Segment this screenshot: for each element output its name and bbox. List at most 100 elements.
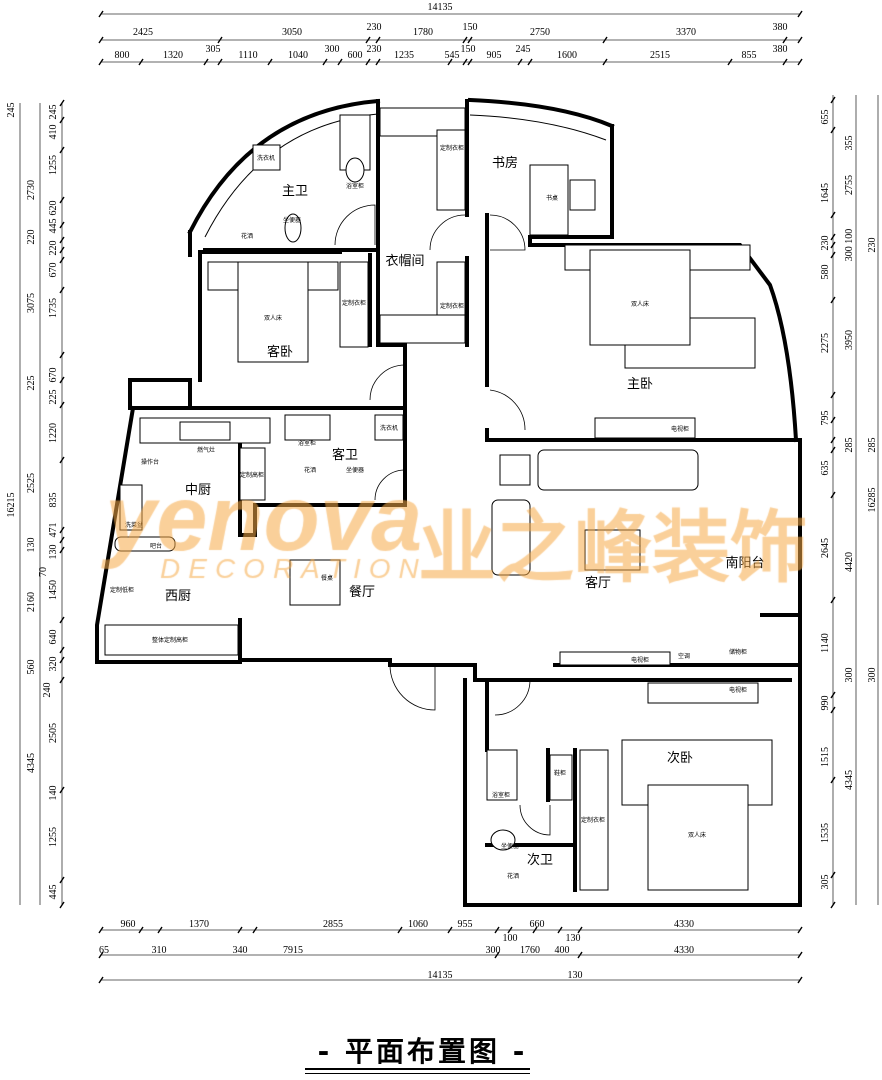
furniture-label: 坐便器	[501, 842, 519, 850]
furniture-label: 整体定制高柜	[152, 636, 188, 644]
dimension-label: 1140	[820, 633, 831, 653]
dimension-label: 4330	[674, 945, 694, 956]
dimension-label: 1780	[413, 27, 433, 38]
dimension-label: 4345	[26, 753, 37, 773]
room-label: 次卧	[667, 750, 693, 766]
furniture-label: 浴室柜	[346, 182, 364, 190]
dimension-label: 620	[48, 201, 59, 216]
dimension-label: 600	[348, 50, 363, 61]
dimension-label: 960	[121, 919, 136, 930]
furniture-label: 电视柜	[631, 656, 649, 664]
furniture-label: 定制高柜	[240, 471, 264, 479]
dimension-label: 2505	[48, 723, 59, 743]
furniture-label: 浴室柜	[298, 439, 316, 447]
room-label: 中厨	[185, 483, 211, 498]
dimension-label: 220	[48, 241, 59, 256]
dimension-label: 3370	[676, 27, 696, 38]
furniture-label: 定制衣柜	[440, 302, 464, 310]
dimension-label: 1450	[48, 580, 59, 600]
dimension-label: 225	[48, 390, 59, 405]
furniture-label: 洗菜盆	[125, 521, 143, 529]
dimension-label: 300	[867, 668, 878, 683]
room-label: 餐厅	[349, 584, 375, 600]
dimension-label: 835	[48, 493, 59, 508]
title-underline	[305, 1068, 530, 1074]
furniture-label: 定制衣柜	[440, 144, 464, 152]
dimension-label: 635	[820, 461, 831, 476]
room-label: 客卧	[267, 344, 293, 360]
dimension-label: 380	[773, 44, 788, 55]
dimension-label: 905	[487, 50, 502, 61]
dimension-label: 300	[325, 44, 340, 55]
furniture-label: 书桌	[546, 194, 558, 202]
dimension-label: 230	[367, 44, 382, 55]
dimension-label: 955	[458, 919, 473, 930]
dimension-label: 355	[844, 136, 855, 151]
room-label: 衣帽间	[385, 253, 424, 269]
furniture	[104, 107, 773, 891]
room-label: 客卫	[332, 447, 358, 463]
drawing-title: - 平面布置图 -	[317, 1035, 528, 1068]
furniture-label: 花洒	[241, 232, 253, 240]
dimension-label: 340	[233, 945, 248, 956]
dimension-label: 445	[48, 885, 59, 900]
dimension-label: 300	[486, 945, 501, 956]
dimension-label: 410	[48, 125, 59, 140]
furniture-label: 电视柜	[671, 425, 689, 433]
dimension-label: 1235	[394, 50, 414, 61]
dimension-label: 400	[555, 945, 570, 956]
room-label: 次卫	[527, 852, 553, 868]
furniture-label: 花洒	[507, 872, 519, 880]
furniture-label: 洗衣机	[257, 154, 275, 162]
dimension-label: 140	[48, 786, 59, 801]
dimension-label: 1110	[238, 50, 257, 61]
furniture-label: 浴室柜	[492, 791, 510, 799]
dimension-label: 670	[48, 368, 59, 383]
dimension-label: 2750	[530, 27, 550, 38]
dimension-label: 1535	[820, 823, 831, 843]
dimension-label: 16285	[867, 488, 878, 513]
dimension-label: 230	[367, 22, 382, 33]
dimension-label: 320	[48, 657, 59, 672]
dimension-label: 2515	[650, 50, 670, 61]
furniture-label: 鞋柜	[554, 769, 566, 777]
room-label: 客厅	[585, 575, 611, 591]
dimension-label: 2730	[26, 180, 37, 200]
dimension-label: 1600	[557, 50, 577, 61]
furniture-label: 双人床	[631, 300, 649, 308]
dimension-label: 1060	[408, 919, 428, 930]
dimension-label: 1220	[48, 423, 59, 443]
furniture-label: 定制低柜	[110, 586, 134, 594]
dimension-label: 660	[530, 919, 545, 930]
furniture-label: 操作台	[141, 458, 159, 466]
dimension-label: 230	[820, 236, 831, 251]
dimension-label: 640	[48, 630, 59, 645]
furniture-label: 双人床	[264, 314, 282, 322]
dimension-label: 4330	[674, 919, 694, 930]
dimension-label: 225	[26, 376, 37, 391]
dimension-label: 795	[820, 411, 831, 426]
furniture-label: 定制衣柜	[581, 816, 605, 824]
dimension-label: 150	[461, 44, 476, 55]
dimension-label: 7915	[283, 945, 303, 956]
dimension-label: 2855	[323, 919, 343, 930]
dimension-label: 14135	[428, 2, 453, 13]
dimension-label: 1370	[189, 919, 209, 930]
dimension-label: 4420	[844, 552, 855, 572]
dimension-label: 14135	[428, 970, 453, 981]
dimension-label: 1515	[820, 747, 831, 767]
dimension-label: 3950	[844, 330, 855, 350]
dimension-label: 855	[742, 50, 757, 61]
dimension-label: 580	[820, 265, 831, 280]
dimension-label: 545	[445, 50, 460, 61]
dimension-label: 70	[38, 567, 49, 577]
dimension-label: 305	[206, 44, 221, 55]
dimension-label: 3050	[282, 27, 302, 38]
dimension-label: 285	[844, 438, 855, 453]
room-label: 主卫	[282, 184, 308, 199]
dimension-label: 150	[463, 22, 478, 33]
furniture-label: 双人床	[688, 831, 706, 839]
dimension-label: 245	[48, 105, 59, 120]
dimension-label: 1320	[163, 50, 183, 61]
